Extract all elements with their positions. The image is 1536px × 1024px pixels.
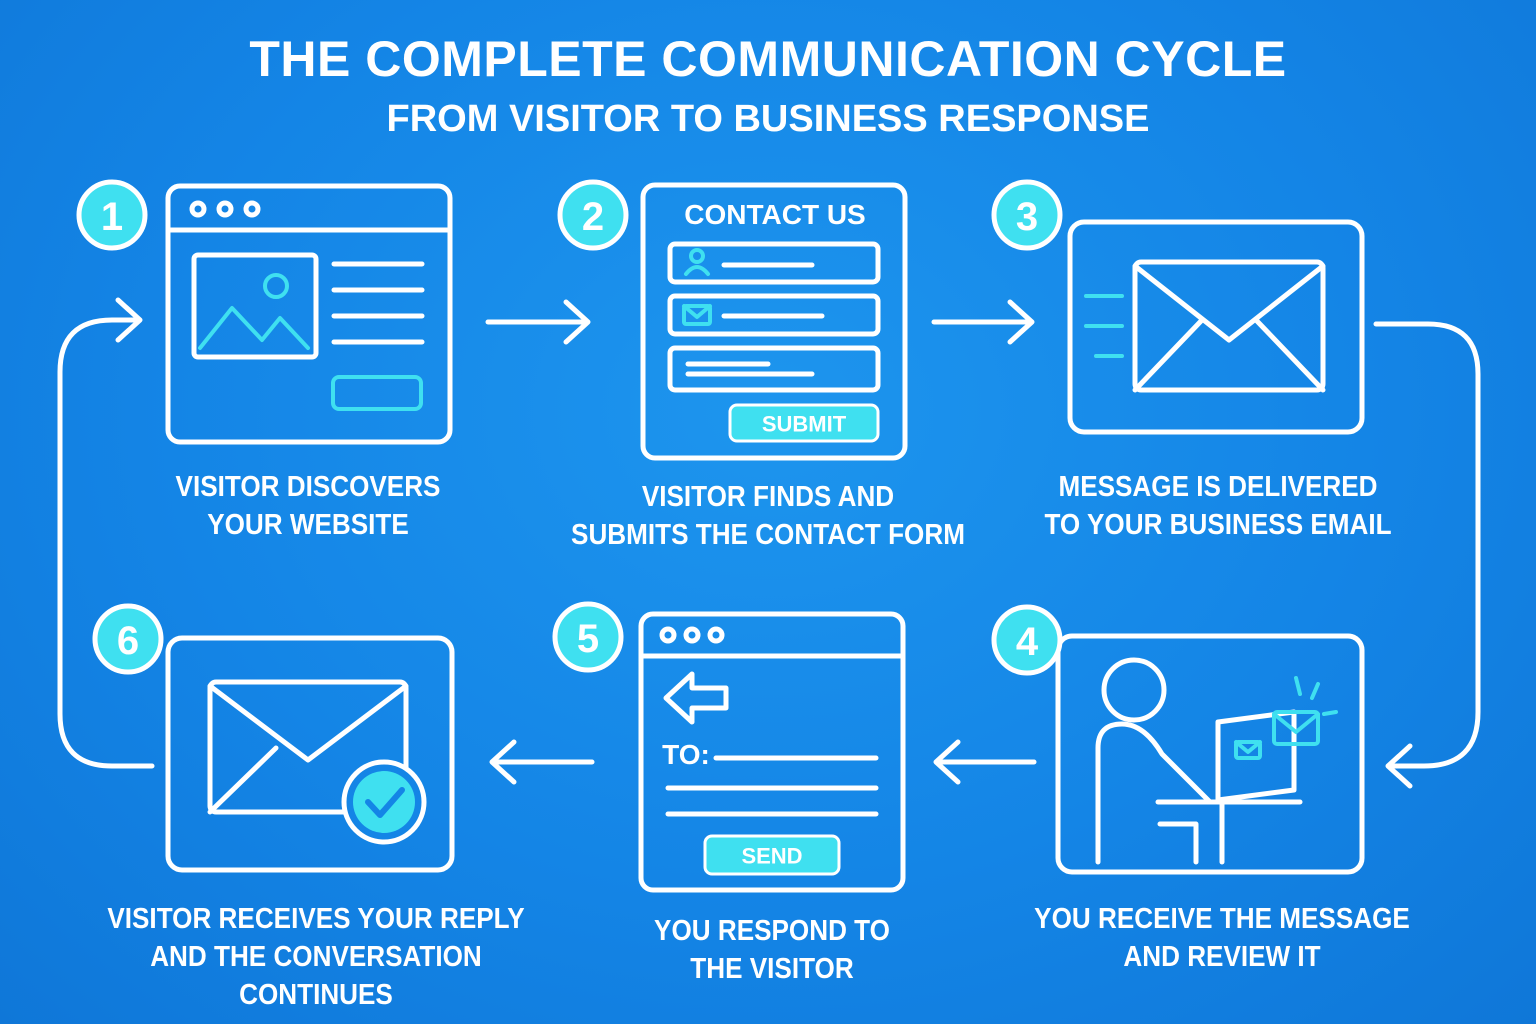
to-field-label: TO: xyxy=(662,739,710,770)
svg-text:2: 2 xyxy=(582,195,604,239)
step-badge-4: 4 xyxy=(991,604,1063,676)
arrow-step2-to-step3 xyxy=(931,299,1035,345)
arrow-step5-to-step6 xyxy=(489,739,595,785)
arrow-step3-to-step4 xyxy=(1373,321,1481,789)
step-2-caption: VISITOR FINDS AND SUBMITS THE CONTACT FO… xyxy=(571,481,965,551)
send-button: SEND xyxy=(703,834,841,876)
svg-text:SEND: SEND xyxy=(741,844,802,869)
image-icon xyxy=(191,252,319,360)
step-3-caption: MESSAGE IS DELIVERED TO YOUR BUSINESS EM… xyxy=(1044,471,1392,541)
contact-form-title: CONTACT US xyxy=(684,199,865,230)
envelope-icon xyxy=(1132,259,1326,393)
step-badge-6: 6 xyxy=(92,603,164,675)
step-5-reply-panel: TO: SEND xyxy=(638,611,906,893)
arrow-step1-to-step2 xyxy=(485,299,591,345)
svg-text:5: 5 xyxy=(577,617,599,661)
step-6-caption: VISITOR RECEIVES YOUR REPLY AND THE CONV… xyxy=(107,903,525,1011)
svg-text:3: 3 xyxy=(1016,195,1038,239)
back-arrow-icon xyxy=(663,671,729,725)
step-1-website-panel xyxy=(165,183,453,445)
user-icon xyxy=(684,248,710,276)
svg-text:1: 1 xyxy=(101,195,123,239)
step-6-reply-received-panel xyxy=(165,635,455,873)
envelope-icon xyxy=(207,679,409,815)
website-button xyxy=(331,375,423,411)
person-at-laptop-icon xyxy=(1095,657,1338,865)
step-5-caption: YOU RESPOND TO THE VISITOR xyxy=(654,915,890,985)
step-badge-1: 1 xyxy=(76,179,148,251)
svg-text:6: 6 xyxy=(117,619,139,663)
svg-text:4: 4 xyxy=(1016,620,1039,664)
step-badge-2: 2 xyxy=(557,179,629,251)
submit-button: SUBMIT xyxy=(728,403,880,443)
checkmark-icon xyxy=(341,759,427,845)
diagram-title: THE COMPLETE COMMUNICATION CYCLE xyxy=(249,31,1287,87)
step-4-review-panel xyxy=(1055,633,1365,875)
step-3-email-panel xyxy=(1067,219,1365,435)
step-4-caption: YOU RECEIVE THE MESSAGE AND REVIEW IT xyxy=(1034,903,1410,973)
svg-text:SUBMIT: SUBMIT xyxy=(762,412,847,437)
step-badge-5: 5 xyxy=(552,601,624,673)
envelope-icon xyxy=(682,304,712,326)
step-2-contact-form-panel: CONTACT US SUBMIT xyxy=(640,182,908,461)
diagram-subtitle: FROM VISITOR TO BUSINESS RESPONSE xyxy=(386,98,1150,140)
arrow-step4-to-step5 xyxy=(933,739,1037,785)
step-1-caption: VISITOR DISCOVERS YOUR WEBSITE xyxy=(175,471,441,541)
arrow-step6-to-step1 xyxy=(57,297,155,769)
step-badge-3: 3 xyxy=(991,179,1063,251)
